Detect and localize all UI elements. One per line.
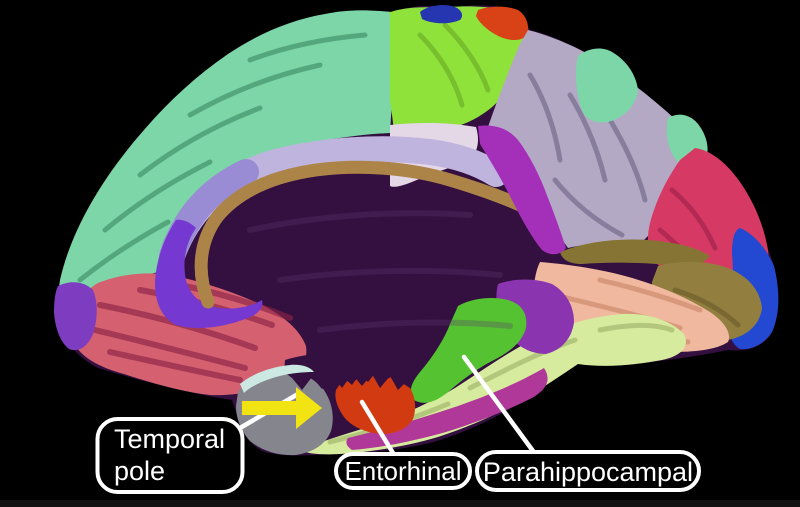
callout-line-parahippocampal: [461, 354, 536, 454]
label-parahippocampal-text: Parahippocampal: [483, 457, 693, 487]
label-temporal-pole-line1: Temporal: [114, 424, 225, 454]
label-temporal-pole-box: [95, 417, 245, 494]
label-entorhinal: Entorhinal: [334, 452, 472, 490]
callout-line-entorhinal: [359, 399, 396, 456]
frontal-sulci: [77, 32, 368, 283]
region-parahippocampal: [410, 298, 527, 403]
region-dark-overhang: [284, 353, 416, 390]
bottom-bar: [0, 500, 800, 507]
region-olive-band: [560, 239, 710, 267]
region-violet-arc: [155, 219, 263, 329]
region-left-purple-patch: [54, 282, 97, 351]
core-shading: [247, 210, 513, 333]
region-top-blue-sliver: [420, 4, 463, 24]
region-magenta-band: [478, 125, 566, 255]
region-top-red-patch: [476, 6, 529, 41]
region-entorhinal: [335, 372, 416, 434]
region-pale-cyan-sliver: [240, 364, 314, 393]
label-parahippocampal-box: [475, 450, 701, 492]
label-entorhinal-box: [334, 452, 472, 490]
label-temporal-pole: Temporal pole: [95, 417, 245, 494]
label-parahippocampal: Parahippocampal: [475, 450, 701, 492]
region-mint-frontal: [58, 10, 393, 323]
region-mint-rim-upper: [575, 48, 638, 123]
label-entorhinal-text: Entorhinal: [344, 456, 461, 486]
arrow-right-icon: [242, 387, 322, 429]
label-temporal-pole-line2: pole: [114, 456, 165, 486]
